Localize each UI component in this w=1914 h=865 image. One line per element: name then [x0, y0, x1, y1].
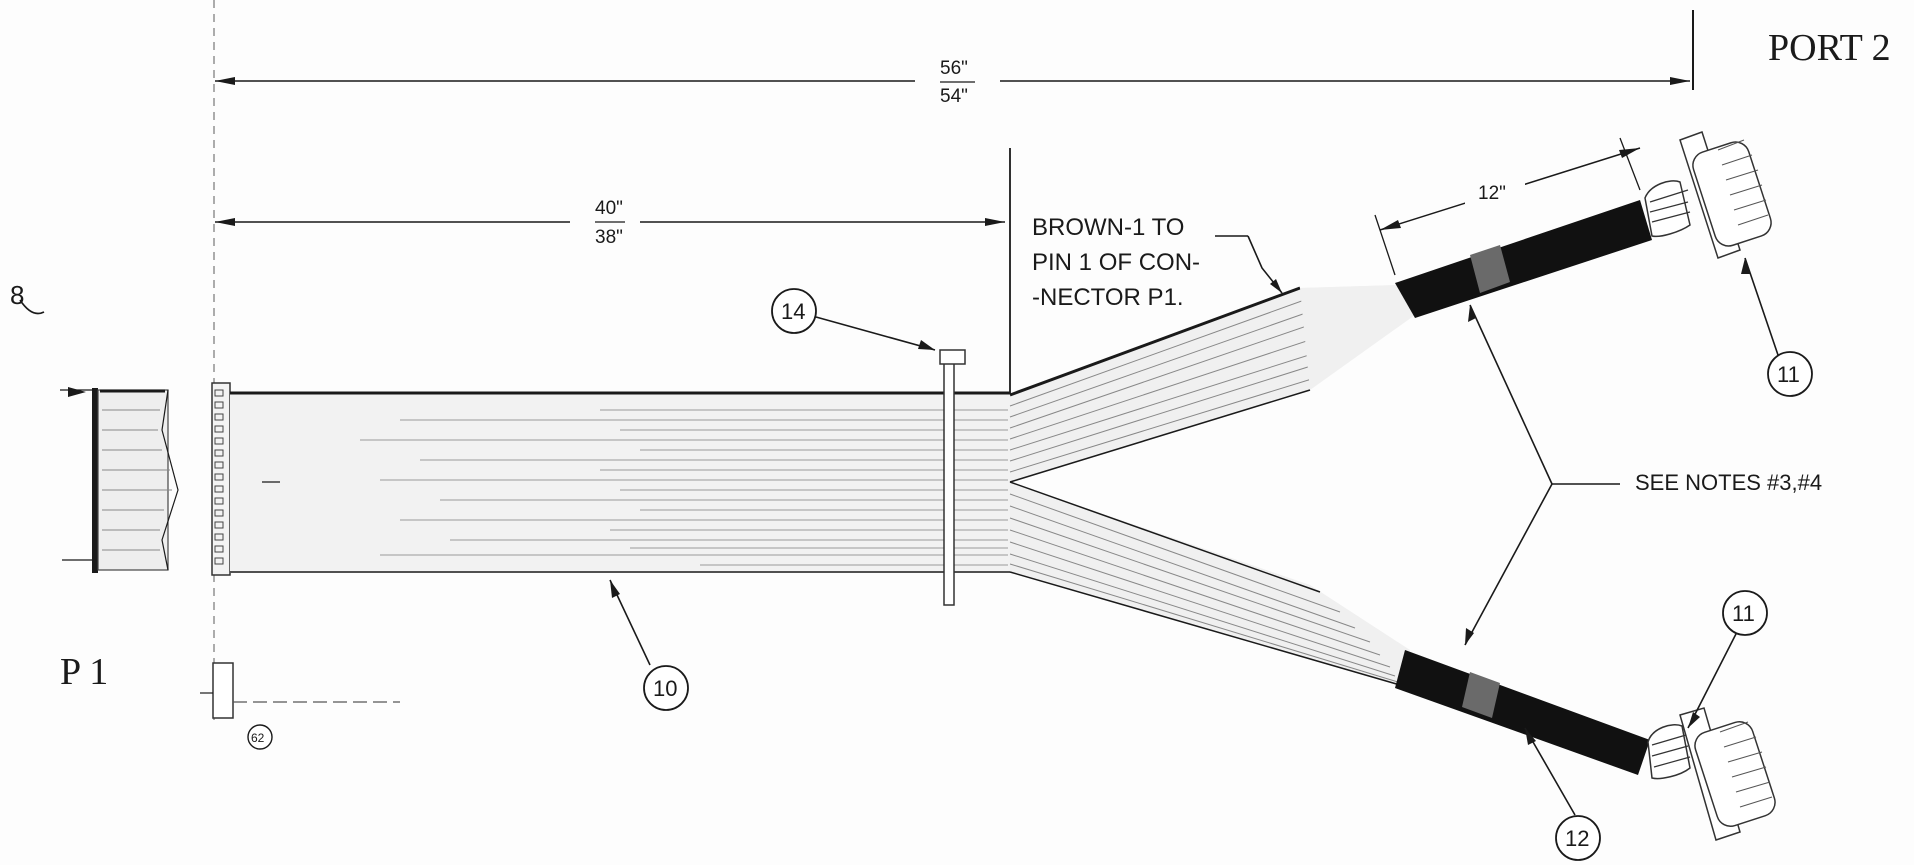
dim-trunk-max: 40": [595, 198, 623, 219]
dim-branch: 12": [1478, 183, 1506, 204]
overall-dimension: 56" 54": [215, 10, 1694, 107]
see-notes-label: SEE NOTES #3,#4: [1635, 470, 1822, 495]
svg-text:8: 8: [10, 280, 24, 310]
svg-text:11: 11: [1732, 601, 1755, 626]
svg-text:12: 12: [1565, 826, 1589, 851]
header-connector: [211, 382, 231, 576]
balloon-14: 14: [771, 288, 817, 334]
port2-connector: [1644, 131, 1772, 259]
leader-arrowheads: [610, 258, 1750, 745]
trunk-dimension: 40" 38": [215, 148, 1011, 395]
balloon-10: 10: [643, 665, 689, 711]
svg-text:-NECTOR P1.: -NECTOR P1.: [1032, 284, 1184, 311]
upper-branch: [1009, 200, 1652, 483]
ribbon-cable-trunk: [230, 391, 1010, 573]
balloon-11-bottom: 11: [1722, 590, 1768, 636]
svg-text:BROWN-1 TO: BROWN-1 TO: [1032, 214, 1184, 241]
svg-text:14: 14: [781, 299, 805, 324]
p1-label: P 1: [60, 651, 108, 693]
svg-text:62: 62: [251, 731, 265, 745]
cable-tie: [939, 349, 966, 606]
fitting-62: [200, 662, 400, 719]
port2-label: PORT 2: [1768, 27, 1891, 69]
dim-overall-min: 54": [940, 86, 968, 107]
svg-text:11: 11: [1777, 362, 1800, 387]
svg-text:10: 10: [653, 676, 677, 701]
connector-p1: [60, 387, 179, 573]
svg-text:PIN 1 OF CON-: PIN 1 OF CON-: [1032, 249, 1200, 276]
port3-connector: [1647, 707, 1776, 841]
leaders: [19, 235, 1779, 816]
dim-trunk-min: 38": [595, 227, 623, 248]
balloon-62: 62: [247, 724, 273, 750]
branch-dimension: 12": [1374, 137, 1641, 276]
balloon-11-top: 11: [1767, 351, 1813, 397]
balloon-12: 12: [1555, 815, 1601, 861]
dim-overall-max: 56": [940, 58, 968, 79]
brown-wire-note: BROWN-1 TO PIN 1 OF CON- -NECTOR P1.: [1032, 214, 1200, 311]
balloon-8: 8: [10, 280, 24, 310]
lower-branch: [1009, 481, 1650, 775]
